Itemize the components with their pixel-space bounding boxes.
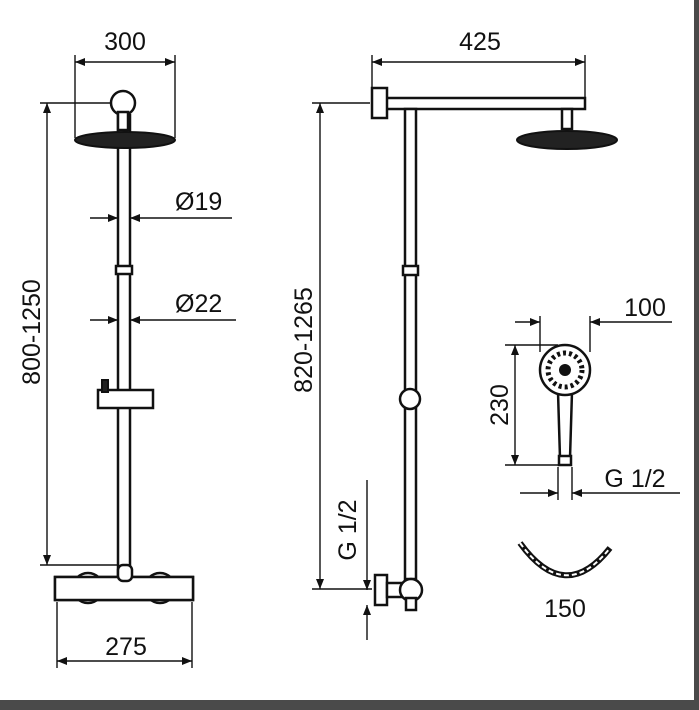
shower-arm	[383, 96, 587, 111]
shower-head	[74, 131, 176, 149]
label-hand-shower-thread: G 1/2	[604, 465, 665, 493]
label-head-width: 300	[104, 28, 146, 56]
hand-shower	[538, 343, 592, 467]
label-height-right: 820-1265	[290, 287, 318, 393]
label-hose-length: 150	[544, 595, 586, 623]
riser-pipe-side	[403, 107, 418, 581]
hand-shower-holder	[96, 388, 155, 410]
frame-bottom	[0, 700, 699, 710]
label-d22: Ø22	[175, 290, 222, 318]
front-view	[53, 89, 195, 605]
valve-flange	[373, 573, 389, 607]
label-hand-shower-width: 100	[624, 294, 666, 322]
wall-block	[370, 86, 389, 120]
side-view	[370, 86, 618, 612]
label-height-left: 800-1250	[18, 279, 46, 385]
pipe-joint	[114, 264, 134, 276]
label-valve-thread: G 1/2	[334, 499, 362, 560]
label-mixer-width: 275	[105, 633, 147, 661]
riser-pipe	[116, 113, 132, 579]
frame-right	[694, 0, 699, 710]
label-d19: Ø19	[175, 188, 222, 216]
label-arm-length: 425	[459, 28, 501, 56]
label-hand-shower-length: 230	[486, 384, 514, 426]
shower-head-side	[516, 130, 618, 150]
